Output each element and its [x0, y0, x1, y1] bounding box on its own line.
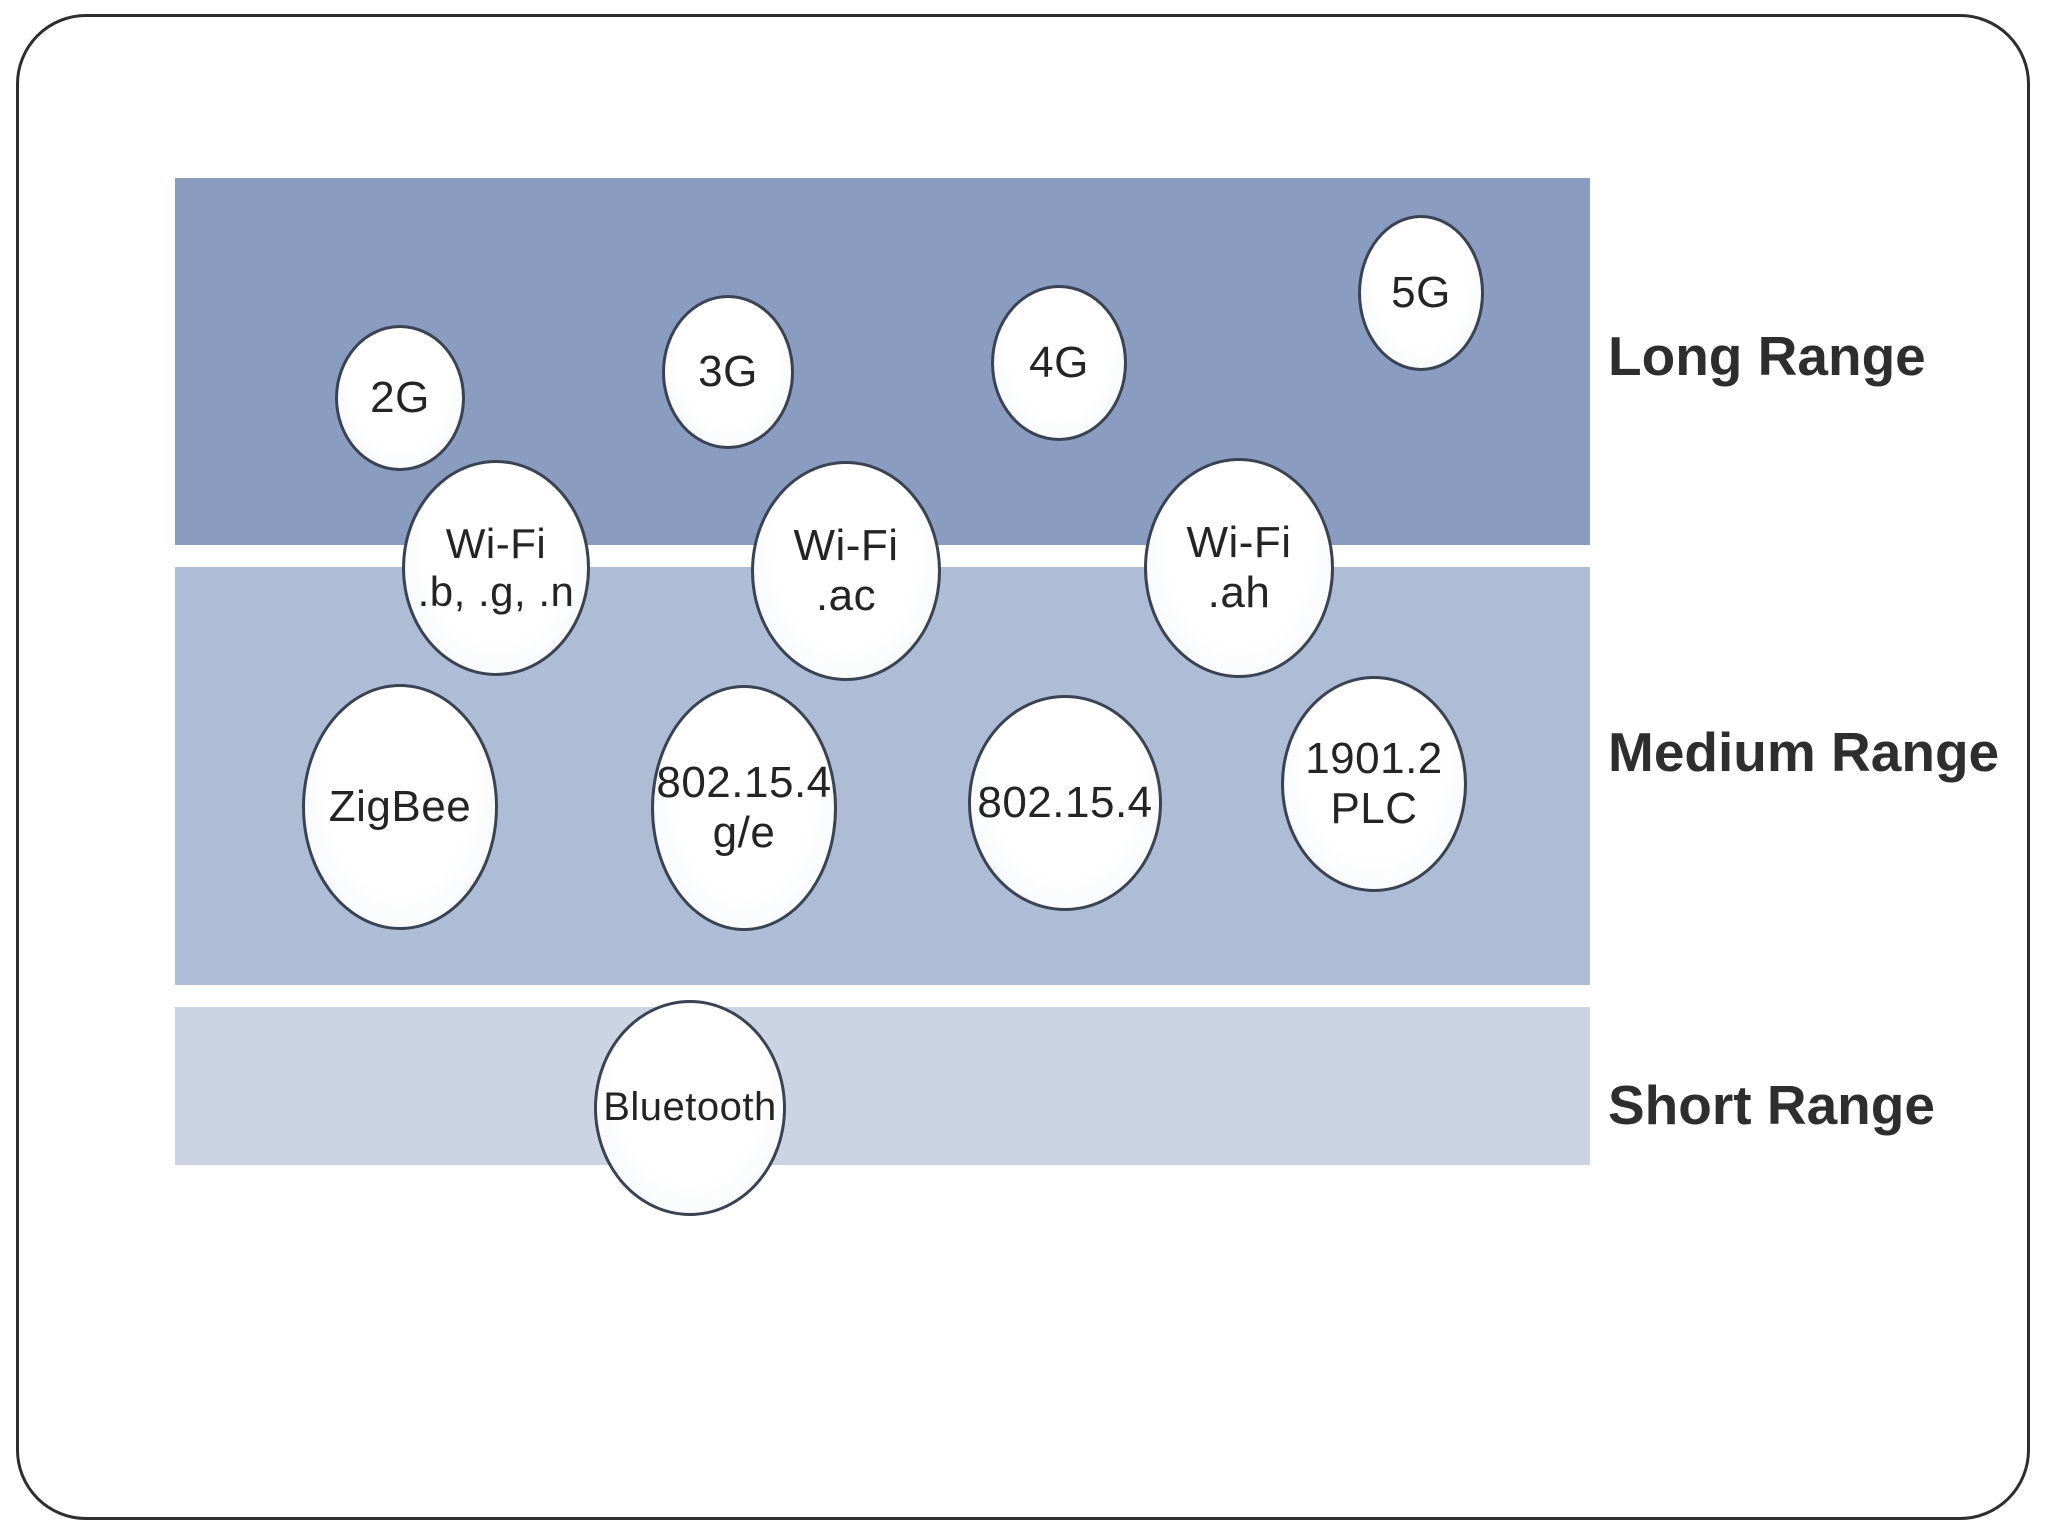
node-2g: 2G — [335, 325, 465, 471]
node-wifi-bgn: Wi-Fi.b, .g, .n — [402, 460, 590, 676]
node-4g-label-line: 4G — [1029, 337, 1089, 387]
node-bluetooth-label-line: Bluetooth — [603, 1085, 777, 1130]
node-wifi-ac: Wi-Fi.ac — [751, 461, 941, 681]
band-short-range — [175, 1007, 1590, 1165]
node-5g-label-line: 5G — [1391, 267, 1451, 317]
band-label-long-range: Long Range — [1608, 325, 1926, 387]
node-wifi-bgn-label-line: Wi-Fi — [445, 520, 547, 568]
node-5g: 5G — [1358, 215, 1484, 371]
node-wifi-ah: Wi-Fi.ah — [1144, 458, 1334, 678]
node-2g-label-line: 2G — [370, 372, 430, 422]
node-19012-plc-label-line: PLC — [1330, 784, 1418, 833]
node-wifi-ac-label-line: Wi-Fi — [793, 520, 899, 570]
node-zigbee: ZigBee — [302, 684, 498, 930]
slide-border — [16, 14, 2030, 1520]
node-wifi-ah-label-line: Wi-Fi — [1186, 517, 1292, 567]
band-label-medium-range: Medium Range — [1608, 721, 2000, 783]
node-3g: 3G — [662, 295, 794, 449]
node-zigbee-label-line: ZigBee — [328, 781, 472, 831]
node-bluetooth: Bluetooth — [594, 1000, 786, 1216]
node-802154-ge-label-line: g/e — [712, 808, 776, 857]
node-wifi-ac-label-line: .ac — [815, 571, 877, 620]
node-3g-label-line: 3G — [698, 346, 758, 396]
node-802154: 802.15.4 — [968, 695, 1162, 911]
band-label-short-range: Short Range — [1608, 1074, 1935, 1136]
node-wifi-bgn-label-line: .b, .g, .n — [417, 568, 575, 615]
node-802154-label-line: 802.15.4 — [977, 777, 1153, 827]
node-802154-ge-label-line: 802.15.4 — [656, 757, 832, 807]
node-wifi-ah-label-line: .ah — [1207, 568, 1271, 617]
node-4g: 4G — [991, 285, 1127, 441]
node-19012-plc-label-line: 1901.2 — [1305, 733, 1443, 783]
